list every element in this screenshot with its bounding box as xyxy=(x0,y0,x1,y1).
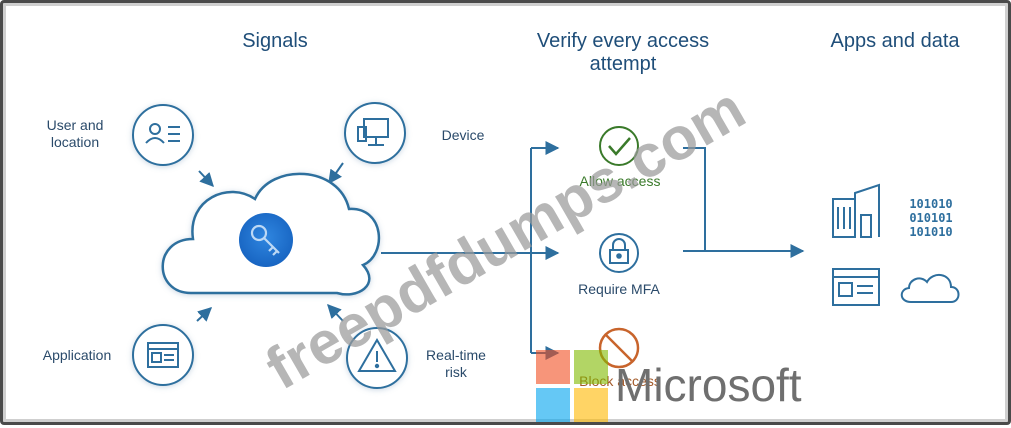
risk-signal xyxy=(346,327,408,389)
cloud-icon xyxy=(900,274,960,303)
user-location-signal xyxy=(132,104,194,166)
svg-text:010101: 010101 xyxy=(909,211,952,225)
mfa-decision xyxy=(599,233,639,273)
verify-heading-line2: attempt xyxy=(590,53,657,75)
check-icon xyxy=(608,137,631,156)
window-icon xyxy=(832,268,880,306)
block-decision xyxy=(598,327,640,369)
monitor-icon xyxy=(357,118,389,146)
key-icon xyxy=(250,224,280,256)
user-location-label-line2: location xyxy=(51,134,99,150)
risk-label-line1: Real-time xyxy=(426,347,486,363)
arrow-app-to-cloud xyxy=(196,307,213,322)
device-signal xyxy=(344,102,406,164)
binary-data-icon: 101010 010101 101010 xyxy=(909,197,952,239)
zero-trust-diagram: Signals Verify every access attempt Apps… xyxy=(43,30,961,422)
warning-triangle-icon xyxy=(357,338,397,372)
verify-heading-line1: Verify every access xyxy=(537,30,709,52)
lock-icon xyxy=(609,238,629,264)
user-card-icon xyxy=(145,123,180,144)
microsoft-wordmark: Microsoft xyxy=(615,359,802,411)
arrow-user-to-cloud xyxy=(198,170,214,188)
building-icon xyxy=(832,183,880,238)
device-label: Device xyxy=(442,127,485,143)
allow-to-apps-line xyxy=(683,147,706,251)
svg-text:101010: 101010 xyxy=(909,197,952,211)
application-label: Application xyxy=(43,347,112,363)
signals-heading: Signals xyxy=(242,30,308,52)
application-signal xyxy=(132,324,194,386)
microsoft-logo xyxy=(536,350,608,422)
apps-heading: Apps and data xyxy=(831,30,961,52)
risk-label-line2: risk xyxy=(445,364,468,380)
user-location-label-line1: User and xyxy=(47,117,104,133)
block-icon xyxy=(605,334,633,362)
arrow-risk-to-cloud xyxy=(327,303,344,322)
app-window-icon xyxy=(147,342,179,368)
svg-text:101010: 101010 xyxy=(909,225,952,239)
mfa-label: Require MFA xyxy=(578,281,660,297)
allow-label: Allow access xyxy=(580,173,661,189)
allow-decision xyxy=(599,126,639,166)
arrow-device-to-cloud xyxy=(328,162,344,185)
